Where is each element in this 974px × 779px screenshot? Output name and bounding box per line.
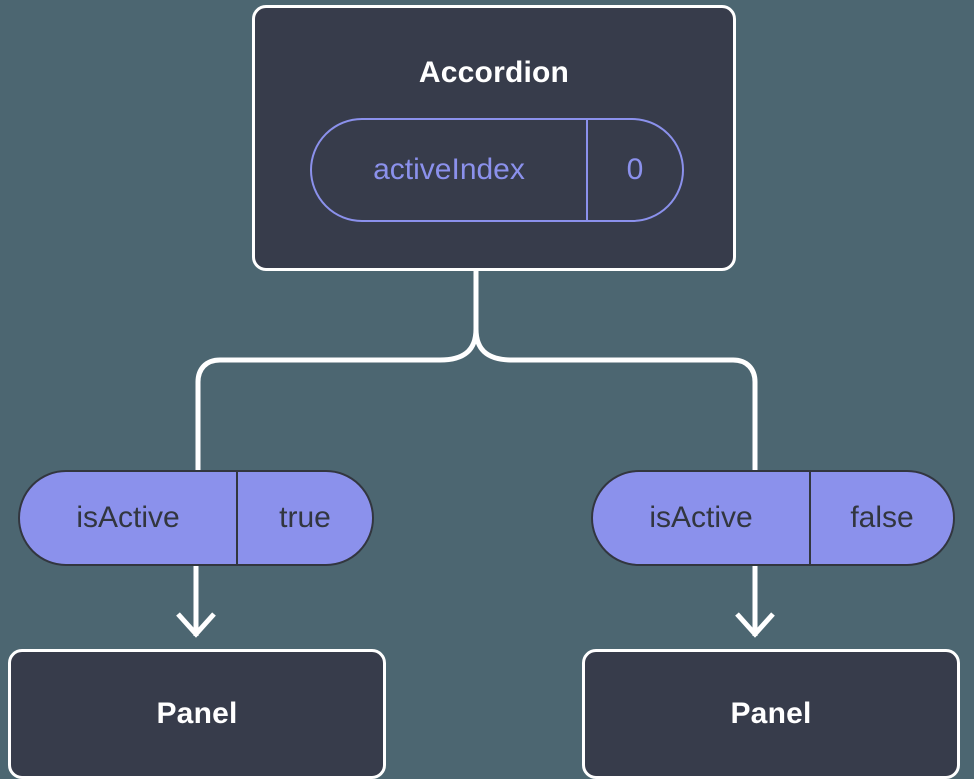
connector-branch-right: [473, 328, 758, 470]
accordion-node-title: Accordion: [418, 56, 570, 89]
prop-pill-right[interactable]: isActive false: [591, 470, 955, 566]
accordion-component-node[interactable]: Accordion activeIndex 0: [252, 5, 736, 271]
panel-component-node-left[interactable]: Panel: [8, 649, 386, 779]
accordion-state-pill-value: 0: [626, 153, 644, 186]
prop-pill-left[interactable]: isActive true: [18, 470, 374, 566]
panel-node-left-title: Panel: [156, 697, 238, 730]
prop-pill-right-key: isActive: [593, 472, 811, 564]
connector-branch-left: [195, 328, 479, 470]
arrow-head-left-icon: [176, 612, 216, 638]
prop-pill-left-key: isActive: [20, 472, 238, 564]
arrow-head-right-icon: [735, 612, 775, 638]
accordion-state-pill-key: activeIndex: [312, 120, 588, 220]
prop-pill-left-value: true: [279, 501, 331, 534]
accordion-state-pill[interactable]: activeIndex 0: [310, 118, 684, 222]
prop-pill-right-value: false: [850, 501, 914, 534]
panel-node-right-title: Panel: [730, 697, 812, 730]
panel-component-node-right[interactable]: Panel: [582, 649, 960, 779]
